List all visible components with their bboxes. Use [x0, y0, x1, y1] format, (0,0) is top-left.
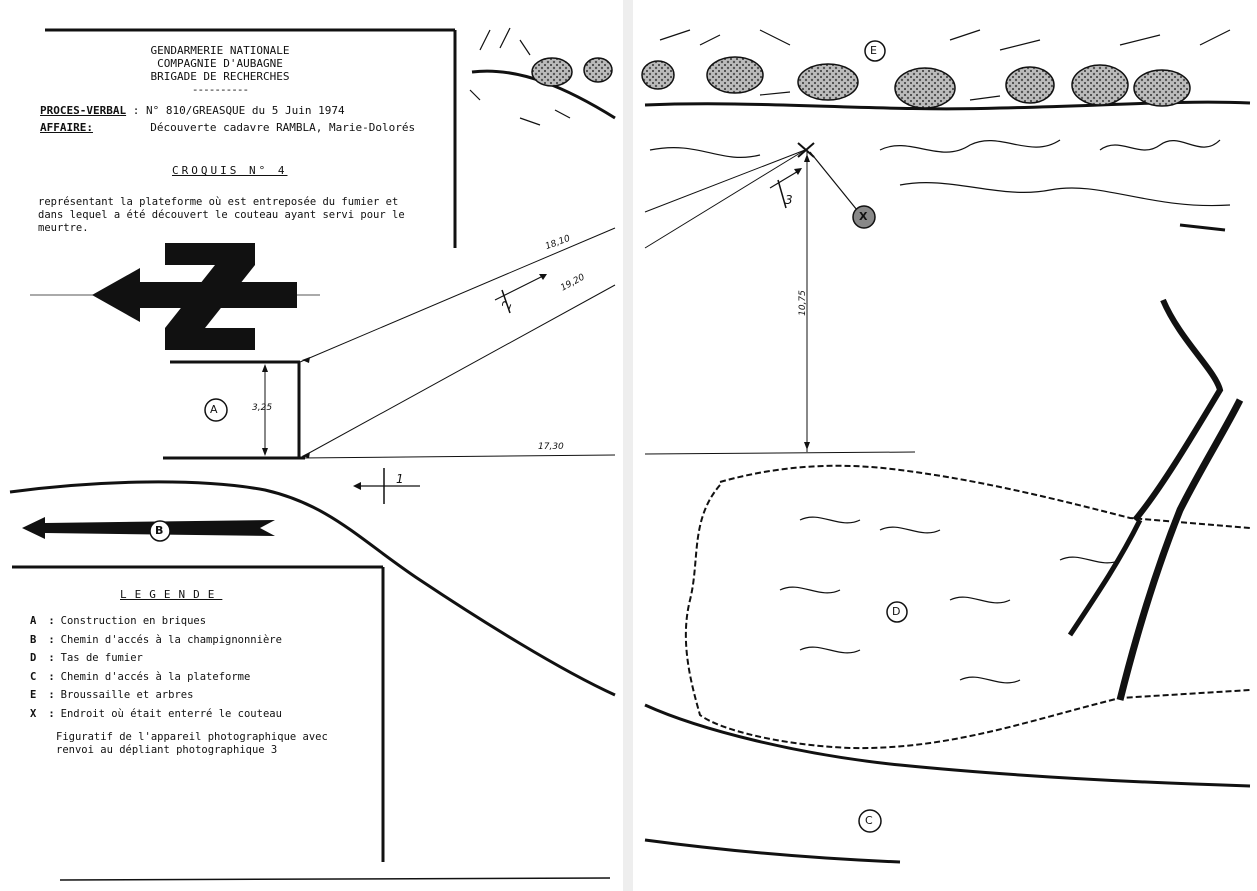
document-header: GENDARMERIE NATIONALE COMPAGNIE D'AUBAGN…	[100, 44, 340, 96]
label-a: A	[210, 403, 218, 416]
north-arrow	[30, 243, 320, 350]
label-x: X	[859, 210, 868, 223]
figuratif-line-2: renvoi au dépliant photographique 3	[56, 744, 278, 756]
manure-pile-d	[684, 464, 1251, 750]
camera-marker-1: 1	[396, 472, 404, 486]
figuratif-line-1: Figuratif de l'appareil photographique a…	[56, 731, 328, 743]
legend-key: A	[30, 615, 37, 627]
building-a	[163, 360, 305, 460]
legend-text: Broussaille et arbres	[60, 689, 194, 701]
legend-text: Construction en briques	[60, 615, 207, 627]
legend-item: X :Endroit où était enterré le couteau	[30, 705, 282, 724]
legend-text: Tas de fumier	[60, 652, 143, 664]
affaire-row: AFFAIRE: Découverte cadavre RAMBLA, Mari…	[40, 121, 415, 135]
legend-title: LEGENDE	[120, 588, 223, 601]
measure-10-75: 10,75	[797, 290, 808, 316]
header-line-1: GENDARMERIE NATIONALE	[150, 44, 290, 57]
legend-key: E	[30, 689, 37, 701]
legend-item: D :Tas de fumier	[30, 649, 282, 668]
legend-item: E :Broussaille et arbres	[30, 686, 282, 705]
legend-item: A :Construction en briques	[30, 612, 282, 631]
camera-marker-3: 3	[785, 193, 793, 207]
bushes-left	[469, 27, 616, 126]
header-line-3: BRIGADE DE RECHERCHES	[150, 70, 290, 83]
legend-frame	[12, 565, 611, 881]
bushes-e	[641, 29, 1251, 111]
croquis-title: CROQUIS N° 4	[172, 164, 288, 177]
label-c: C	[865, 814, 873, 827]
legend-key: B	[30, 633, 37, 646]
ground-squiggles	[649, 139, 1231, 232]
affaire-label: AFFAIRE:	[40, 121, 93, 134]
pv-row: PROCES-VERBAL : N° 810/GREASQUE du 5 Jui…	[40, 104, 345, 118]
legend-text: Endroit où était enterré le couteau	[60, 707, 282, 720]
pv-sep: :	[132, 104, 140, 117]
camera-markers	[353, 168, 802, 504]
measurement-lines	[299, 149, 916, 459]
header-rule: ----------	[191, 83, 249, 96]
legend-list: A :Construction en briques B :Chemin d'a…	[30, 612, 282, 723]
pv-label: PROCES-VERBAL	[40, 104, 127, 117]
label-e: E	[870, 44, 877, 57]
header-line-2: COMPAGNIE D'AUBAGNE	[157, 57, 283, 70]
path-c	[644, 703, 1251, 864]
legend-key: D	[30, 652, 37, 664]
affaire-value: Découverte cadavre RAMBLA, Marie-Dolorés	[150, 121, 416, 134]
legend-item: C :Chemin d'accés à la plateforme	[30, 668, 282, 687]
pv-value: N° 810/GREASQUE du 5 Juin 1974	[145, 104, 345, 117]
knife-location-x	[797, 142, 876, 229]
legend-item: B :Chemin d'accés à la champignonnière	[30, 631, 282, 650]
measure-3-25: 3,25	[252, 403, 273, 413]
measure-17-30: 17,30	[538, 442, 564, 452]
label-d: D	[892, 605, 901, 618]
path-b	[9, 480, 616, 697]
legend-key: C	[30, 670, 37, 683]
sketch-description: représentant la plateforme où est entrep…	[38, 196, 405, 234]
tree-branches	[1067, 298, 1244, 701]
legend-key: X	[30, 707, 37, 720]
legend-text: Chemin d'accés à la plateforme	[60, 670, 251, 683]
label-b: B	[155, 524, 164, 537]
legend-figuratif: Figuratif de l'appareil photographique a…	[56, 731, 328, 757]
legend-text: Chemin d'accés à la champignonnière	[60, 633, 282, 646]
